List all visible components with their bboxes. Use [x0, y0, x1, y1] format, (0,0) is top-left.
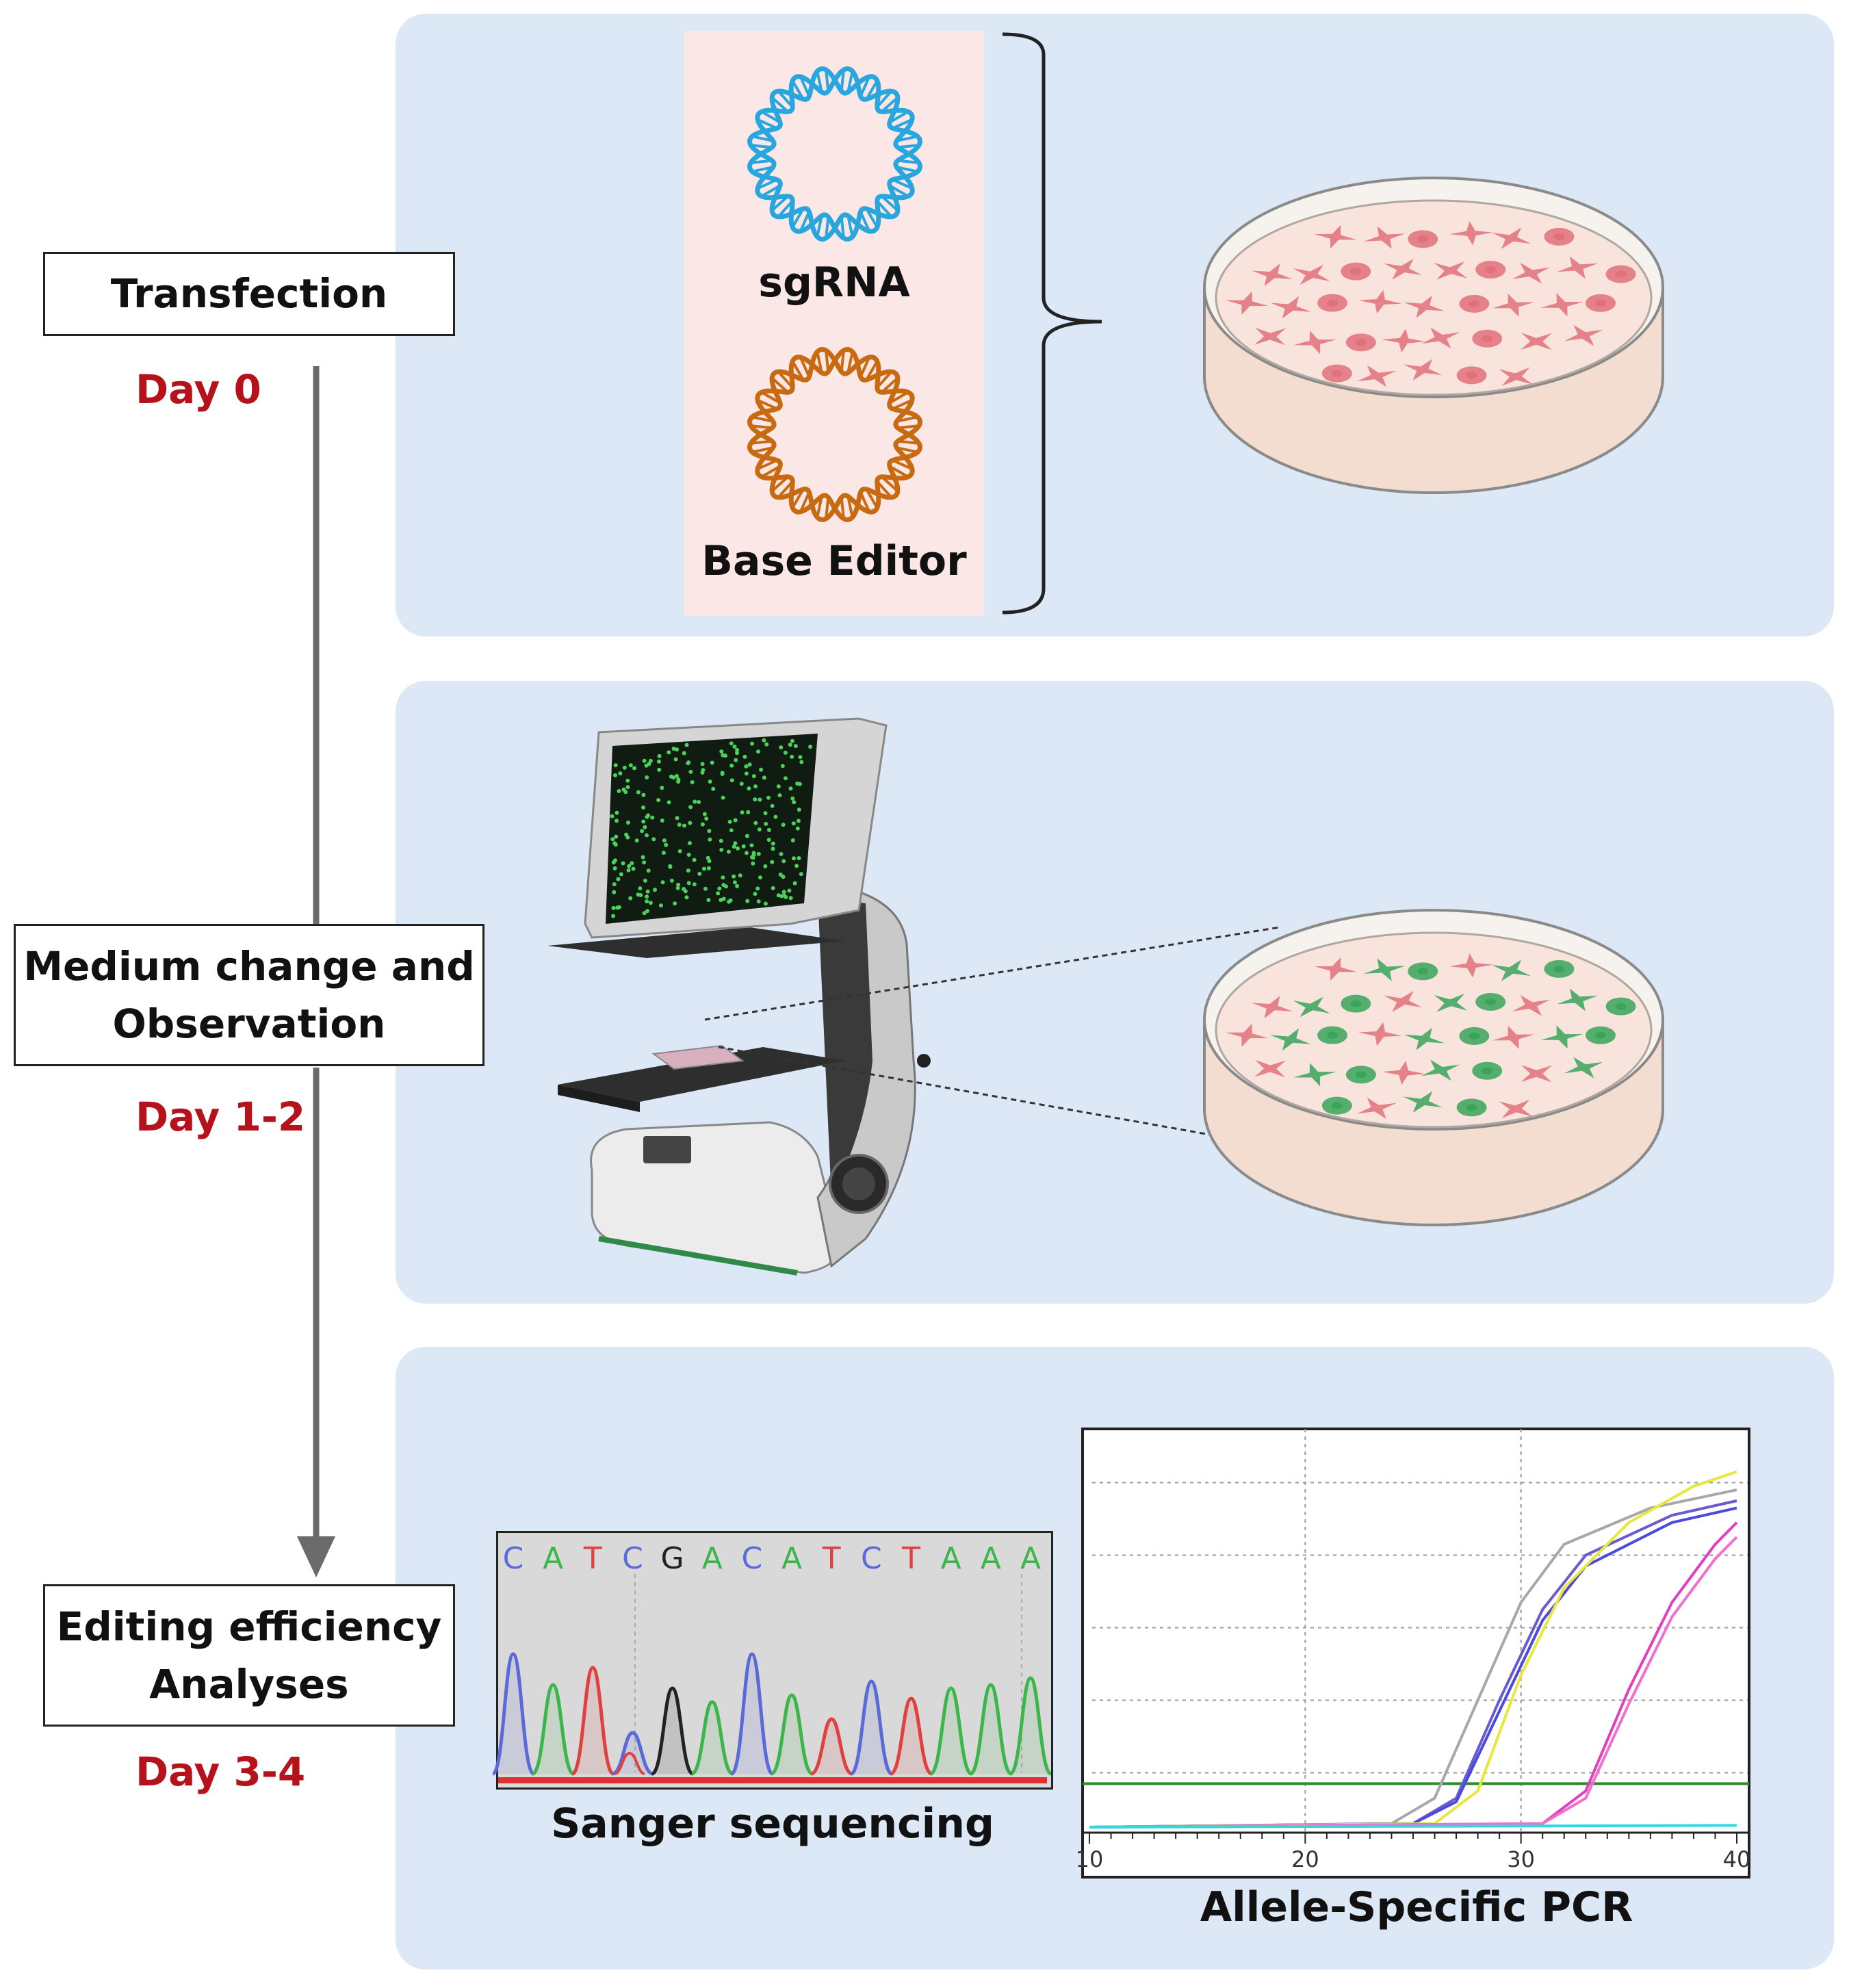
sanger-peak-8 [810, 1717, 853, 1776]
sanger-base-9: C [861, 1541, 882, 1576]
pcr-amplification-plot: 10 20 30 40 [1076, 1428, 1751, 1879]
step-medium-change-line1: Medium change and [23, 942, 475, 990]
sanger-peak-0 [491, 1652, 535, 1776]
sanger-base-3: C [622, 1541, 643, 1576]
pcr-curve-0 [1089, 1488, 1737, 1829]
pcr-x-tick-10: 10 [1076, 1846, 1104, 1872]
sanger-peak-1 [531, 1683, 575, 1776]
timeline-arrow [297, 366, 335, 1577]
sanger-base-13: A [1020, 1541, 1041, 1576]
sanger-base-8: T [822, 1541, 841, 1576]
sanger-base-12: A [981, 1541, 1001, 1576]
sanger-peak-2 [571, 1666, 615, 1776]
day-3-4-label: Day 3-4 [135, 1748, 306, 1795]
sanger-peak-4 [651, 1686, 694, 1776]
step-medium-change-line2: Observation [112, 1001, 386, 1047]
sanger-peak-6 [730, 1652, 774, 1776]
sanger-label: Sanger sequencing [551, 1800, 994, 1848]
grouping-bracket [1002, 32, 1102, 615]
sanger-peak-13 [1009, 1676, 1052, 1776]
pcr-curve-3 [1089, 1470, 1737, 1829]
step-medium-change: Medium change and Observation [14, 924, 484, 1066]
step-editing-efficiency-line2: Analyses [149, 1661, 349, 1707]
pcr-curve-5 [1089, 1536, 1738, 1829]
sanger-peak-10 [890, 1696, 933, 1776]
plasmid-box [684, 31, 984, 616]
sgrna-label: sgRNA [758, 259, 910, 307]
sanger-minor-peak [614, 1751, 645, 1775]
sanger-chromatogram [496, 1531, 1053, 1790]
sanger-base-5: A [702, 1541, 723, 1576]
pcr-label: Allele-Specific PCR [1200, 1883, 1633, 1931]
base-editor-plasmid-icon [747, 346, 923, 523]
step-transfection-label: Transfection [110, 270, 388, 318]
step-editing-efficiency: Editing efficiency Analyses [43, 1584, 455, 1727]
sgrna-plasmid-icon [747, 66, 923, 242]
sanger-peak-12 [969, 1683, 1013, 1776]
sanger-peak-11 [929, 1686, 972, 1776]
pcr-x-tick-30: 30 [1507, 1846, 1535, 1872]
sanger-base-10: T [901, 1541, 920, 1576]
sanger-base-7: A [781, 1541, 802, 1576]
petri-dish-mixed-cells [1203, 909, 1664, 1226]
base-editor-label: Base Editor [701, 537, 967, 585]
sanger-peak-7 [770, 1693, 814, 1776]
sanger-base-4: G [661, 1541, 684, 1576]
pcr-x-tick-20: 20 [1291, 1846, 1319, 1872]
pcr-curve-6 [1089, 1824, 1737, 1829]
petri-dish-red-cells [1203, 177, 1664, 494]
step-transfection: Transfection [43, 252, 455, 336]
sanger-base-11: A [941, 1541, 961, 1576]
day-1-2-label: Day 1-2 [135, 1094, 306, 1140]
sanger-peak-9 [850, 1679, 893, 1776]
sanger-base-2: T [583, 1541, 602, 1576]
day-0-label: Day 0 [135, 366, 261, 413]
pcr-curve-2 [1089, 1506, 1737, 1829]
cell-imager-device [547, 717, 931, 1276]
sanger-peak-5 [690, 1700, 734, 1776]
pcr-x-tick-40: 40 [1723, 1846, 1751, 1872]
sanger-base-0: C [503, 1541, 524, 1576]
sanger-base-6: C [742, 1541, 763, 1576]
step-editing-efficiency-line1: Editing efficiency [56, 1603, 442, 1650]
sanger-base-1: A [543, 1541, 563, 1576]
